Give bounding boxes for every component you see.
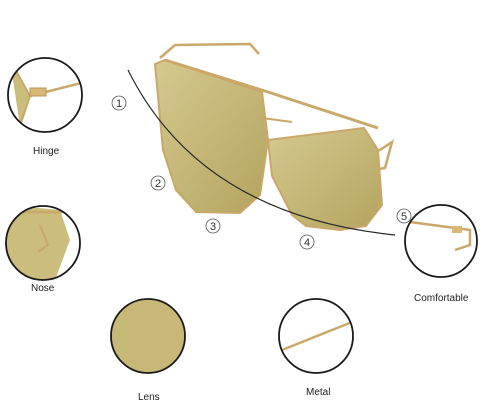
metal-circle-outline [278, 298, 354, 374]
callout-5: 5 [396, 208, 412, 224]
detail-comfortable [404, 204, 478, 278]
detail-nose [5, 205, 81, 281]
callout-arc [127, 69, 396, 236]
sunglasses-image [153, 42, 395, 232]
callout-5-number: 5 [401, 211, 407, 223]
callout-1-number: 1 [116, 98, 122, 110]
comfortable-circle-outline [404, 204, 478, 278]
hinge-circle-outline [7, 57, 83, 133]
detail-lens [110, 298, 186, 374]
caption-lens: Lens [138, 392, 160, 403]
caption-nose: Nose [31, 283, 55, 294]
callout-1: 1 [111, 95, 127, 111]
bridge [261, 117, 293, 123]
temple-arm-left [159, 42, 260, 59]
callout-3: 3 [205, 218, 221, 234]
nose-circle-outline [5, 205, 81, 281]
callout-3-number: 3 [210, 221, 216, 233]
callout-2-number: 2 [155, 178, 161, 190]
lens-right [266, 126, 384, 232]
detail-metal [278, 298, 354, 374]
lens-left [153, 58, 270, 215]
caption-comfortable: Comfortable [414, 293, 469, 304]
detail-hinge [7, 57, 83, 133]
callout-2: 2 [150, 175, 166, 191]
caption-metal: Metal [306, 387, 331, 398]
callout-4-number: 4 [304, 237, 310, 249]
caption-hinge: Hinge [33, 146, 60, 157]
callout-4: 4 [299, 234, 315, 250]
brow-bar [164, 58, 379, 130]
lens-circle-outline [110, 298, 186, 374]
